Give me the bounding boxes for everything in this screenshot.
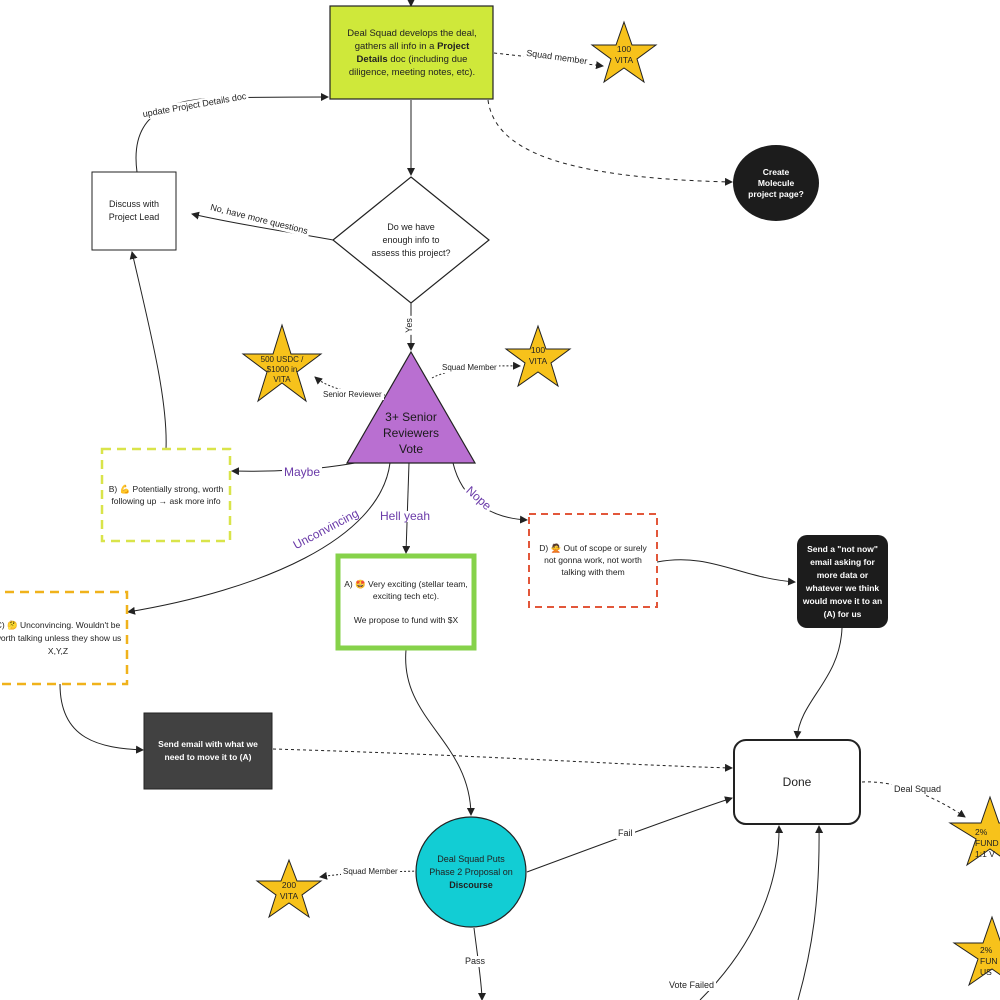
edge-unconvincing: [127, 462, 391, 615]
send-email-box: [143, 712, 273, 790]
edge-b-to-discuss: [129, 251, 167, 450]
option-c-text: C) 🤔 Unconvincing. Wouldn't be worth tal…: [0, 619, 122, 656]
option-a-box: [335, 553, 477, 651]
star-2pct-a-label: 2% FUND 1:1 V: [975, 826, 999, 859]
option-d-text: D) 🙅 Out of scope or surely not gonna wo…: [539, 543, 647, 577]
option-c-box: [0, 590, 129, 686]
edge-c-to-email: [59, 683, 144, 754]
star-2pct-a: [948, 795, 1000, 867]
label-vote-failed: Vote Failed: [667, 980, 717, 991]
project-details-text: Deal Squad develops the deal, gathers al…: [347, 28, 477, 78]
option-d-box: [528, 513, 658, 608]
edge-hell-yeah: [402, 462, 411, 554]
label-squad-member-bottom: Squad Member: [341, 866, 400, 877]
edge-deal-squad: [861, 781, 966, 818]
label-senior-reviewer: Senior Reviewer: [321, 389, 384, 400]
discuss-text: Discuss with Project Lead: [108, 199, 160, 222]
discourse-circle: [415, 816, 527, 928]
not-now-text: Send a "not now" email asking for more d…: [802, 543, 883, 619]
molecule-circle: [733, 145, 819, 221]
star-200-label: 200 VITA: [279, 880, 299, 901]
edge-pass: [473, 927, 486, 1000]
send-email-text: Send email with what we need to move it …: [158, 739, 258, 762]
edge-fail: [526, 796, 733, 873]
edge-a-to-discourse: [405, 649, 475, 816]
star-100-top-label: 100 VITA: [614, 44, 634, 65]
label-squad-member-mid: Squad Member: [440, 362, 499, 373]
star-500-label: 500 USDC / $1000 in VITA: [260, 355, 304, 384]
label-pass: Pass: [463, 956, 488, 967]
edge-squad-member-top: [493, 52, 604, 70]
edge-vote-failed-1: [699, 825, 784, 1000]
option-b-box: [100, 447, 232, 543]
edge-no-more-questions: [191, 211, 334, 241]
label-hell-yeah: Hell yeah: [378, 509, 433, 523]
done-box: [733, 739, 861, 825]
star-100-mid-label: 100 VITA: [528, 345, 548, 366]
edge-d-to-notnow: [656, 559, 796, 586]
done-text: Done: [782, 774, 812, 789]
discuss-box: [91, 171, 177, 251]
molecule-text: Create Molecule project page?: [748, 166, 804, 199]
not-now-box: [797, 535, 888, 628]
star-500: [241, 323, 323, 403]
star-200: [255, 858, 323, 919]
label-fail: Fail: [616, 828, 635, 839]
vote-text: 3+ Senior Reviewers Vote: [382, 410, 439, 456]
vote-triangle: [345, 350, 477, 464]
label-maybe: Maybe: [282, 465, 323, 479]
project-details-box: [329, 5, 494, 100]
option-a-text: A) 🤩 Very exciting (stellar team, exciti…: [344, 579, 468, 625]
decision-diamond: [332, 176, 490, 304]
decision-text: Do we have enough info to assess this pr…: [371, 221, 451, 258]
star-2pct-b-label: 2% FUN US: [980, 944, 998, 977]
label-deal-squad: Deal Squad: [892, 784, 944, 795]
star-100-mid: [504, 324, 572, 388]
star-2pct-b: [952, 915, 1000, 987]
option-b-text: B) 💪 Potentially strong, worth following…: [108, 484, 224, 506]
edge-vote-failed-2: [797, 825, 824, 1000]
label-yes: Yes: [403, 316, 415, 335]
star-100-top: [590, 20, 658, 84]
edge-to-molecule: [487, 99, 733, 186]
edge-email-to-done: [272, 748, 733, 772]
edge-notnow-to-done: [793, 627, 843, 739]
discourse-text: Deal Squad Puts Phase 2 Proposal on Disc…: [429, 853, 513, 890]
